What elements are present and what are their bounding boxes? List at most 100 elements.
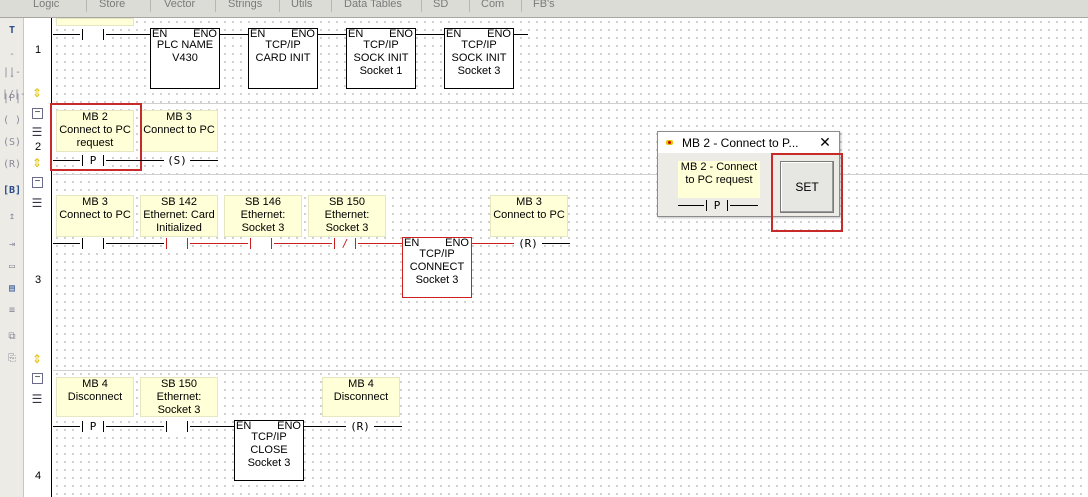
close-icon[interactable]: ✕ [819,134,831,150]
rung-gutter: 1 ⇕ − ☰ 2 ⇕ − ☰ 3 ⇕ − ☰ 4 [24,18,52,497]
delete-rung-icon[interactable]: ▭ [8,261,16,272]
collapse-rung-button[interactable]: − [32,108,43,119]
menu-separator [215,0,216,12]
ladder-canvas[interactable] [53,18,1088,497]
comment-box[interactable]: SB 146 Ethernet: Socket 3 [224,195,302,237]
rung-resize-arrows-icon[interactable]: ⇕ [31,156,43,170]
branch-icon[interactable]: ↥ [8,211,16,222]
coil-icon[interactable]: ( ) [2,115,22,126]
rung-stack-icon[interactable]: ☰ [31,196,43,210]
wire [106,243,164,244]
wire-active [358,243,402,244]
coil-reset-icon[interactable]: (R) [2,159,22,170]
wire [53,426,80,427]
fb-label: PLC NAME V430 [156,39,214,64]
wire [106,34,150,35]
fb-label: TCP/IP SOCK INIT Socket 3 [451,39,507,77]
contact-no-icon[interactable]: -||- [2,49,22,78]
set-button[interactable]: SET [780,161,834,213]
fb-label: TCP/IP CARD INIT [255,39,311,64]
menu-bar: Logic Store Vector Strings Utils Data Ta… [0,0,1088,18]
popup-comment: MB 2 - Connect to PC request [678,161,760,198]
wire [53,160,80,161]
rung-number: 4 [34,470,42,482]
rung-resize-arrows-icon[interactable]: ⇕ [31,86,43,100]
fb-label: TCP/IP SOCK INIT Socket 1 [353,39,409,77]
comment-box[interactable]: MB 3 Connect to PC [140,110,218,152]
en-label: EN [348,28,364,40]
function-block-icon[interactable]: [B] [2,185,22,196]
eno-label: ENO [445,237,469,249]
menu-sd[interactable]: SD [433,0,449,10]
wire [416,34,444,35]
coil-set-icon[interactable]: (S) [2,137,22,148]
paste-icon[interactable]: ⎘ [8,353,16,364]
menu-strings[interactable]: Strings [228,0,263,10]
coil-reset[interactable]: (R) [346,420,374,433]
menu-separator [469,0,470,12]
rung-tool-icon[interactable]: T [8,25,16,36]
comment-box[interactable]: MB 3 Connect to PC [56,195,134,237]
menu-logic[interactable]: Logic [33,0,60,10]
menu-store[interactable]: Store [99,0,126,10]
rung-stack-icon[interactable]: ☰ [31,392,43,406]
contact-no[interactable] [164,420,190,433]
fb-tcpip-close[interactable]: EN ENO TCP/IP CLOSE Socket 3 [234,420,304,481]
rung-number: 2 [34,141,42,153]
contact-nc-icon[interactable]: -|/|- [2,71,27,100]
comment-box[interactable]: MB 3 Connect to PC [490,195,568,237]
en-label: EN [250,28,266,40]
wire [53,243,80,244]
rung-number: 3 [34,274,42,286]
contact-p-icon[interactable]: |P| [2,93,22,104]
wire [318,34,346,35]
contact-no[interactable] [80,28,106,41]
wire [106,160,164,161]
comment-box[interactable]: SB 142 Ethernet: Card Initialized [140,195,218,237]
comment-box[interactable] [56,18,134,26]
wire [106,426,164,427]
fb-tcpip-sock-init-3[interactable]: EN ENO TCP/IP SOCK INIT Socket 3 [444,28,514,89]
contact-no[interactable] [80,237,106,250]
contact-no-active[interactable] [164,237,190,250]
contact-no-active[interactable] [248,237,274,250]
highlight-box [50,103,142,171]
contact-positive-transition[interactable]: P [80,154,106,167]
fb-tcpip-connect[interactable]: EN ENO TCP/IP CONNECT Socket 3 [402,237,472,298]
popup-contact: P [704,199,730,212]
contact-positive-transition[interactable]: P [80,420,106,433]
rung-resize-arrows-icon[interactable]: ⇕ [31,352,43,366]
contact-nc-active[interactable]: / [332,237,358,250]
coil-reset[interactable]: (R) [514,237,542,250]
collapse-rung-button[interactable]: − [32,177,43,188]
comment-box[interactable]: SB 150 Ethernet: Socket 3 [140,377,218,417]
coil-set[interactable]: (S) [164,154,190,167]
rung-comment-icon[interactable]: ≡ [8,305,16,316]
comment-box[interactable]: SB 150 Ethernet: Socket 3 [308,195,386,237]
popup-title: MB 2 - Connect to P... [682,136,799,150]
menu-utils[interactable]: Utils [291,0,313,10]
menu-com[interactable]: Com [481,0,505,10]
insert-rung-icon[interactable]: ⇥ [8,239,16,250]
copy-icon[interactable]: ⧉ [8,331,16,342]
comment-box[interactable]: MB 2 Connect to PC request [56,110,134,152]
eno-label: ENO [277,420,301,432]
collapse-rung-button[interactable]: − [32,373,43,384]
comment-box[interactable]: MB 4 Disconnect [56,377,134,417]
menu-data-tables[interactable]: Data Tables [344,0,402,10]
rung-stack-icon[interactable]: ☰ [31,125,43,139]
comment-icon[interactable]: ▤ [8,283,16,294]
menu-fbs[interactable]: FB's [533,0,555,10]
comment-box[interactable]: MB 4 Disconnect [322,377,400,417]
fb-plc-name[interactable]: EN ENO PLC NAME V430 [150,28,220,89]
wire [190,160,218,161]
fb-tcpip-card-init[interactable]: EN ENO TCP/IP CARD INIT [248,28,318,89]
rung-separator [53,370,1088,371]
en-label: EN [446,28,462,40]
fb-tcpip-sock-init-1[interactable]: EN ENO TCP/IP SOCK INIT Socket 1 [346,28,416,89]
menu-vector[interactable]: Vector [164,0,196,10]
en-label: EN [236,420,252,432]
menu-separator [86,0,87,12]
popup-title-bar[interactable]: MB 2 - Connect to P... ✕ [658,132,839,153]
menu-separator [150,0,151,12]
